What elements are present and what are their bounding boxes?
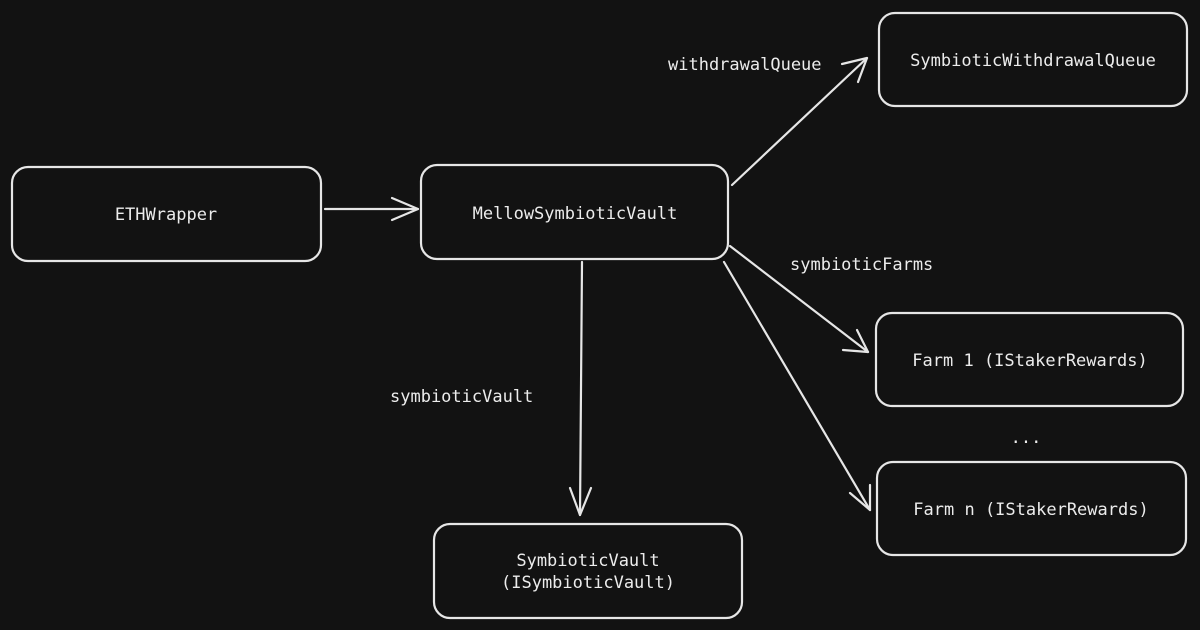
node-withdrawal-queue-label: SymbioticWithdrawalQueue	[910, 51, 1156, 71]
node-farm-1-label: Farm 1 (IStakerRewards)	[912, 351, 1147, 371]
edge-mellow-to-withdrawal-queue	[730, 56, 869, 187]
node-farm-n: Farm n (IStakerRewards)	[875, 460, 1188, 557]
edge-mellow-to-symbiotic-vault	[568, 260, 593, 517]
edge-ethwrapper-to-mellow	[323, 196, 420, 222]
node-eth-wrapper-label: ETHWrapper	[115, 205, 217, 225]
node-eth-wrapper: ETHWrapper	[10, 165, 323, 263]
node-symbiotic-withdrawal-queue: SymbioticWithdrawalQueue	[877, 11, 1189, 108]
node-farm-1: Farm 1 (IStakerRewards)	[874, 311, 1185, 408]
node-symbiotic-vault: SymbioticVault (ISymbioticVault)	[432, 522, 744, 620]
node-symbiotic-vault-label-line2: (ISymbioticVault)	[501, 573, 675, 593]
node-farm-n-label: Farm n (IStakerRewards)	[913, 500, 1148, 520]
edge-label-withdrawal-queue: withdrawalQueue	[668, 55, 822, 75]
farms-ellipsis: ...	[1011, 428, 1042, 448]
edge-label-symbiotic-vault: symbioticVault	[390, 387, 533, 407]
edge-label-symbiotic-farms: symbioticFarms	[790, 255, 933, 275]
edge-mellow-to-farm-n	[722, 260, 872, 512]
edge-mellow-to-farm-1	[728, 244, 870, 354]
node-symbiotic-vault-label-line1: SymbioticVault	[516, 551, 659, 571]
node-mellow-symbiotic-vault-label: MellowSymbioticVault	[473, 204, 678, 224]
node-mellow-symbiotic-vault: MellowSymbioticVault	[419, 163, 730, 261]
